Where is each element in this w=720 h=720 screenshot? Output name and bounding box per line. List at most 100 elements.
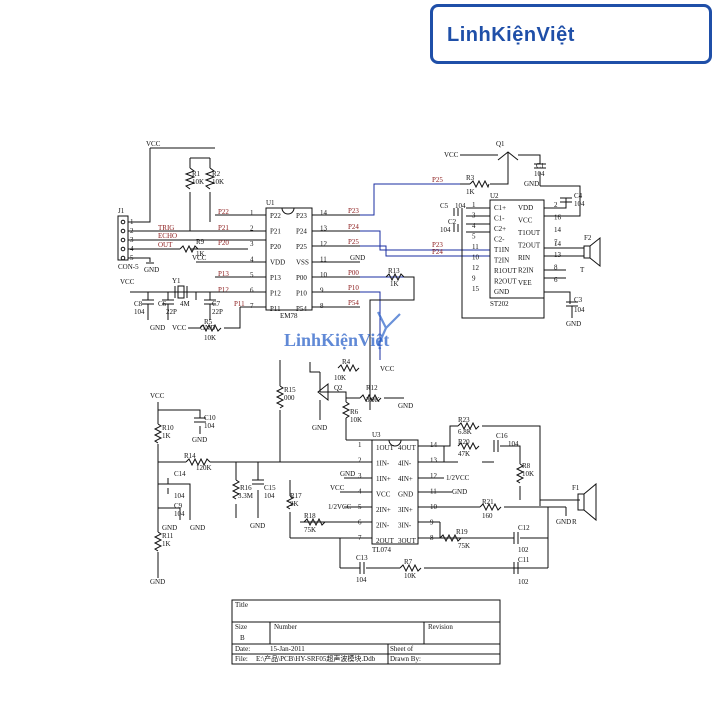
r1-ref: R1: [192, 170, 201, 178]
net-p11: P11: [234, 300, 245, 308]
pin-name: C1-: [494, 215, 505, 223]
r12-ref: R12: [366, 384, 378, 392]
c9-ref: C9: [174, 502, 183, 510]
u3-ref: U3: [372, 431, 381, 439]
gnd-label: GND: [566, 320, 581, 328]
pin-number: 2: [554, 201, 558, 209]
pin-name: 1OUT: [376, 444, 395, 452]
c16-ref: C16: [496, 432, 508, 440]
signal-trig: TRIG: [158, 224, 174, 232]
pin-number: 5: [250, 271, 254, 279]
pin-number: 14: [554, 226, 562, 234]
pin-name: P24: [296, 228, 307, 236]
c11-value: 102: [518, 578, 529, 586]
vcc-label: VCC: [330, 484, 345, 492]
pin-name: P13: [270, 274, 281, 282]
pin-number: 5: [472, 233, 476, 241]
connector-name: CON-5: [118, 263, 139, 271]
r10-value: 1K: [162, 432, 171, 440]
gnd-label: GND: [524, 180, 539, 188]
pin-name: T1OUT: [518, 229, 541, 237]
pin-name: VSS: [296, 259, 309, 267]
r11-ref: R11: [162, 532, 174, 540]
pin-name: 1IN+: [376, 475, 391, 483]
r9-value: 1K: [196, 250, 205, 258]
r18-value: 75K: [304, 526, 316, 534]
gnd-label: GND: [340, 470, 355, 478]
q1-ref: Q1: [496, 140, 505, 148]
pin-name: 3OUT: [398, 537, 417, 545]
net-p24: P24: [432, 248, 443, 256]
net-p25: P25: [432, 176, 443, 184]
pin-number: 7: [250, 302, 254, 310]
pin-number: 14: [554, 240, 562, 248]
c10-value: 104: [204, 422, 215, 430]
r20-ref: R20: [458, 438, 470, 446]
size-value: B: [240, 634, 245, 642]
pin-name: 2IN-: [376, 522, 390, 530]
pin-number: 6: [250, 287, 254, 295]
pin-number: 11: [320, 256, 327, 264]
r2-ref: R2: [212, 170, 221, 178]
pin-name: VCC: [518, 217, 533, 225]
c1-value: 104: [534, 170, 545, 178]
vcc-label: VCC: [146, 140, 161, 148]
r20-value: 47K: [458, 450, 470, 458]
pin-number: 10: [472, 254, 480, 262]
c13-ref: C13: [356, 554, 368, 562]
signal-out: OUT: [158, 241, 173, 249]
pin-number: 8: [554, 264, 558, 272]
u1-body: [265, 207, 313, 311]
c12-value: 102: [518, 546, 529, 554]
pin-name: P20: [270, 243, 281, 251]
net-p22: P22: [218, 208, 229, 216]
pin-name: GND: [494, 288, 509, 296]
pin-number: 7: [554, 239, 558, 247]
c7-value: 22P: [212, 308, 223, 316]
title-label: Title: [235, 601, 248, 609]
net-p20: P20: [218, 239, 229, 247]
pin-name: C2-: [494, 236, 505, 244]
c4-value: 104: [574, 200, 585, 208]
pin-name: 3IN-: [398, 522, 412, 530]
pin-name: T2OUT: [518, 242, 541, 250]
net-p54: P54: [348, 299, 359, 307]
c6-value: 22P: [166, 308, 177, 316]
r17-value: 2K: [290, 500, 299, 508]
pin-number: 15: [472, 285, 480, 293]
net-p21: P21: [218, 224, 229, 232]
r15-ref: R15: [284, 386, 296, 394]
r-label: R: [572, 518, 577, 526]
pin-name: VDD: [270, 259, 285, 267]
f1-ref: F1: [572, 484, 580, 492]
connector-ref: J1: [118, 207, 125, 215]
pin-number: 13: [554, 251, 562, 259]
pin-number: 12: [430, 472, 438, 480]
pin-name: P10: [296, 290, 307, 298]
r5-ref: R5: [204, 318, 213, 326]
c6-ref: C6: [158, 300, 167, 308]
date-label: Date:: [235, 645, 250, 653]
pin-name: 1IN-: [376, 460, 390, 468]
watermark: LinhKiệnViệt: [284, 330, 389, 350]
pin-name: P25: [296, 243, 307, 251]
pin-number: 1: [472, 201, 476, 209]
c3-value: 104: [574, 306, 585, 314]
pin-name: 4OUT: [398, 444, 417, 452]
revision-label: Revision: [428, 623, 453, 631]
r19-ref: R19: [456, 528, 468, 536]
r5-value: 10K: [204, 334, 216, 342]
u2-ref: U2: [490, 192, 499, 200]
pin-number: 3: [250, 240, 254, 248]
sheet-label: Sheet of: [390, 645, 414, 653]
gnd-label: GND: [350, 254, 365, 262]
size-label: Size: [235, 623, 247, 631]
pin-name: R1OUT: [494, 267, 517, 275]
r8-value: 10K: [522, 470, 534, 478]
r14-value: 120K: [196, 464, 212, 472]
u2-body: [489, 199, 545, 299]
pin-name: 2IN+: [376, 506, 391, 514]
pin-number: 1: [358, 441, 362, 449]
pin-number: 9: [472, 275, 476, 283]
